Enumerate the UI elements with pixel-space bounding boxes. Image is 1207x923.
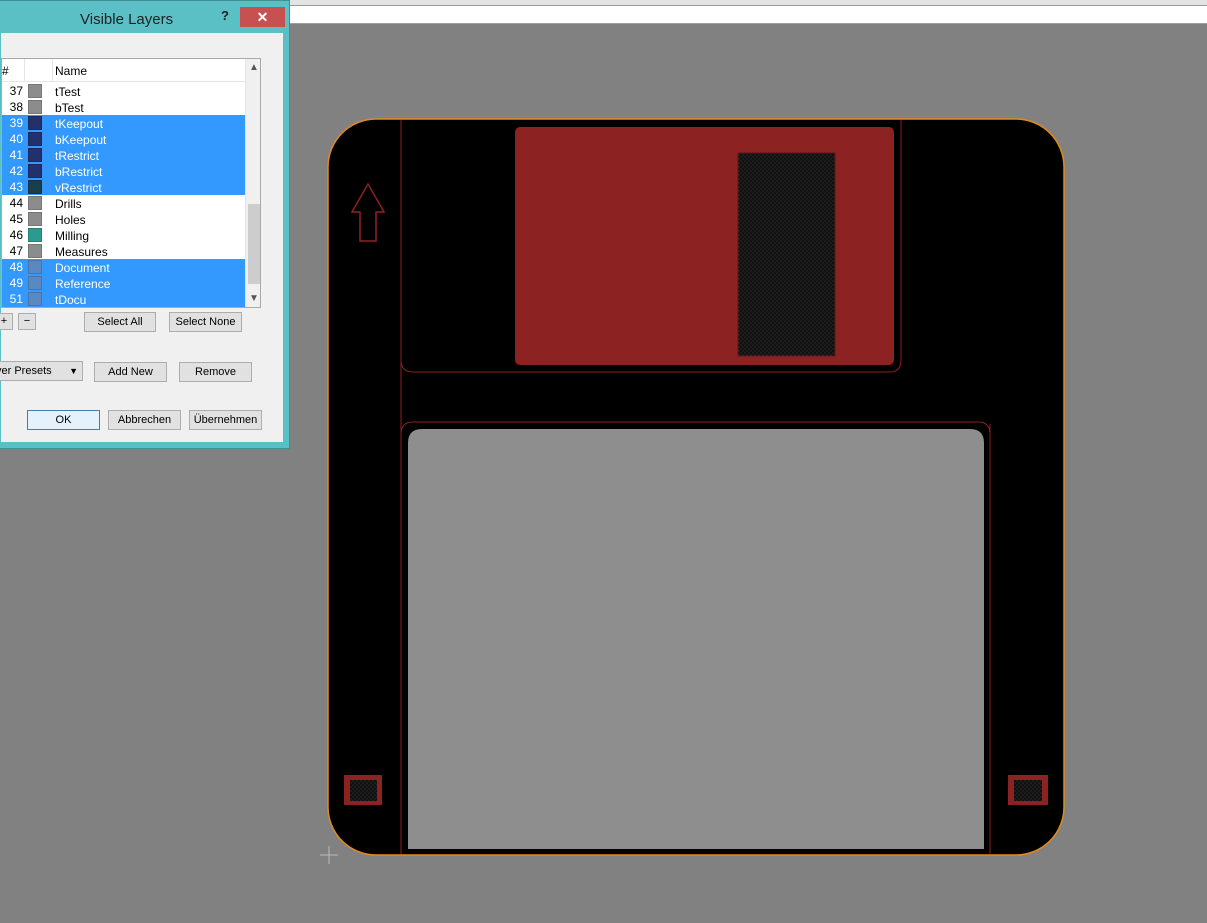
shutter-outline — [400, 120, 902, 373]
layer-row[interactable]: 43 vRestrict — [2, 179, 245, 195]
layer-name: bTest — [55, 101, 84, 115]
layer-color-swatch[interactable] — [28, 260, 42, 274]
apply-button[interactable]: Übernehmen — [189, 410, 262, 430]
layer-row[interactable]: 44 Drills — [2, 195, 245, 211]
layer-presets-label: yer Presets — [0, 365, 52, 377]
layer-number: 48 — [9, 260, 23, 274]
layer-name: vRestrict — [55, 181, 102, 195]
layer-list-scrollbar[interactable]: ▲ ▼ — [245, 59, 260, 307]
top-toolbar-strip — [0, 0, 1207, 5]
layer-name: tTest — [55, 85, 81, 99]
layer-number: 40 — [9, 132, 23, 146]
layer-color-swatch[interactable] — [28, 116, 42, 130]
layer-row[interactable]: 51 tDocu — [2, 291, 245, 307]
layer-row[interactable]: 38 bTest — [2, 99, 245, 115]
layer-number: 39 — [9, 116, 23, 130]
layer-number: 38 — [9, 100, 23, 114]
layer-row[interactable]: 40 bKeepout — [2, 131, 245, 147]
layer-number: 46 — [9, 228, 23, 242]
layer-row[interactable]: 45 Holes — [2, 211, 245, 227]
layer-color-swatch[interactable] — [28, 244, 42, 258]
write-protect-hole-right-inner — [1014, 780, 1042, 801]
layer-color-swatch[interactable] — [28, 100, 42, 114]
dropdown-arrow-icon: ▼ — [69, 366, 78, 376]
dialog-title: Visible Layers — [80, 11, 174, 28]
layer-name: bRestrict — [55, 165, 103, 179]
remove-preset-button[interactable]: Remove — [179, 362, 252, 382]
layer-color-swatch[interactable] — [28, 84, 42, 98]
layer-number: 51 — [9, 292, 23, 306]
layer-name: Document — [55, 261, 110, 275]
layer-row[interactable]: 48 Document — [2, 259, 245, 275]
scroll-thumb[interactable] — [248, 204, 260, 284]
command-line-bar[interactable] — [290, 6, 1207, 24]
visible-layers-dialog: Visible Layers ? ✕ # Name 37 tTest 38 bTest… — [0, 0, 290, 449]
layer-number: 45 — [9, 212, 23, 226]
select-all-button[interactable]: Select All — [84, 312, 156, 332]
layer-row[interactable]: 49 Reference — [2, 275, 245, 291]
layer-color-swatch[interactable] — [28, 228, 42, 242]
layer-number: 47 — [9, 244, 23, 258]
layer-number: 43 — [9, 180, 23, 194]
insert-arrow — [350, 182, 386, 242]
help-button[interactable]: ? — [221, 8, 229, 23]
layer-list[interactable]: # Name 37 tTest 38 bTest 39 tKeepout 40 bKeepou… — [1, 58, 261, 308]
layer-name: Measures — [55, 245, 108, 259]
layer-row[interactable]: 42 bRestrict — [2, 163, 245, 179]
layer-name: bKeepout — [55, 133, 107, 147]
column-header-name[interactable]: Name — [55, 64, 88, 78]
layer-color-swatch[interactable] — [28, 212, 42, 226]
layer-name: Drills — [55, 197, 82, 211]
close-button[interactable]: ✕ — [240, 7, 285, 27]
remove-layer-button[interactable]: − — [18, 313, 36, 330]
crosshair-cursor-icon — [320, 846, 338, 864]
layer-presets-dropdown[interactable]: yer Presets ▼ — [0, 361, 83, 381]
layer-number: 44 — [9, 196, 23, 210]
layer-color-swatch[interactable] — [28, 132, 42, 146]
toolbar-divider — [0, 5, 1207, 6]
layer-row[interactable]: 39 tKeepout — [2, 115, 245, 131]
ok-button[interactable]: OK — [27, 410, 100, 430]
layer-name: Holes — [55, 213, 86, 227]
select-none-button[interactable]: Select None — [169, 312, 242, 332]
cancel-button[interactable]: Abbrechen — [108, 410, 181, 430]
header-divider — [52, 59, 53, 81]
layer-row[interactable]: 37 tTest — [2, 83, 245, 99]
layer-name: tRestrict — [55, 149, 100, 163]
layer-color-swatch[interactable] — [28, 292, 42, 306]
layer-row[interactable]: 46 Milling — [2, 227, 245, 243]
add-layer-button[interactable]: + — [0, 313, 13, 330]
layer-number: 41 — [9, 148, 23, 162]
layer-rows: 37 tTest 38 bTest 39 tKeepout 40 bKeepout 41 tRes… — [2, 83, 245, 307]
layer-name: Milling — [55, 229, 90, 243]
layer-name: tKeepout — [55, 117, 104, 131]
add-new-preset-button[interactable]: Add New — [94, 362, 167, 382]
layer-row[interactable]: 41 tRestrict — [2, 147, 245, 163]
layer-row[interactable]: 47 Measures — [2, 243, 245, 259]
column-header-number[interactable]: # — [2, 64, 9, 78]
scroll-down-arrow-icon[interactable]: ▼ — [249, 293, 259, 304]
layer-name: Reference — [55, 277, 111, 291]
layer-name: tDocu — [55, 293, 87, 307]
layer-color-swatch[interactable] — [28, 276, 42, 290]
layer-number: 37 — [9, 84, 23, 98]
layer-color-swatch[interactable] — [28, 196, 42, 210]
write-protect-hole-left-inner — [350, 780, 377, 801]
dialog-body: # Name 37 tTest 38 bTest 39 tKeepout 40 bKeepou… — [0, 33, 283, 442]
metal-shutter — [515, 127, 894, 365]
layer-color-swatch[interactable] — [28, 180, 42, 194]
layer-color-swatch[interactable] — [28, 148, 42, 162]
layer-list-header: # Name — [2, 59, 245, 82]
layer-number: 49 — [9, 276, 23, 290]
label-outline — [400, 421, 991, 854]
scroll-up-arrow-icon[interactable]: ▲ — [249, 62, 259, 73]
shutter-window — [737, 152, 836, 357]
layer-color-swatch[interactable] — [28, 164, 42, 178]
disk-label — [408, 429, 984, 849]
layer-number: 42 — [9, 164, 23, 178]
header-divider — [24, 59, 25, 81]
